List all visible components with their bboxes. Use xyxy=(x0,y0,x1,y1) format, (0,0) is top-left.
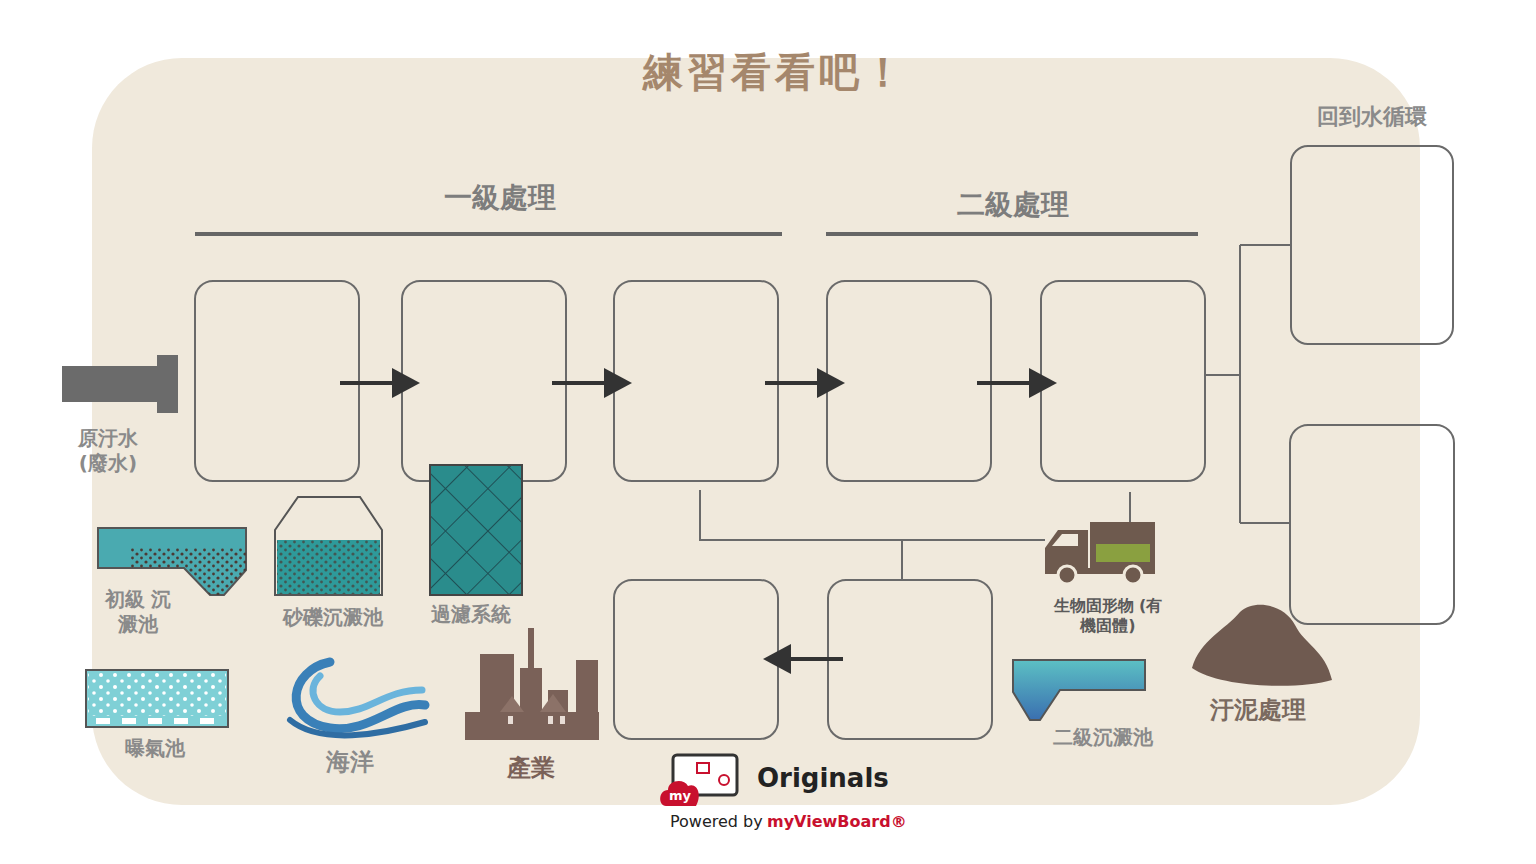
stage-bar xyxy=(826,232,1198,236)
pipe-flange xyxy=(157,355,178,413)
industry-icon xyxy=(465,628,599,740)
truck-icon xyxy=(1045,522,1155,584)
label: 二級處理 xyxy=(957,187,1069,222)
split-lines xyxy=(700,245,1290,580)
label: 曝氣池 xyxy=(125,736,185,761)
label: Powered by xyxy=(670,812,763,832)
logo-icon xyxy=(660,755,737,806)
flow-arrows xyxy=(340,368,1057,674)
label: 汙泥處理 xyxy=(1210,695,1306,725)
label: 原汙水 (廢水) xyxy=(66,426,150,476)
filter-icon xyxy=(430,465,522,595)
label: 產業 xyxy=(507,753,555,783)
ocean-icon xyxy=(290,662,425,735)
label: my xyxy=(669,788,691,804)
ground xyxy=(92,58,1420,805)
primary-tank-icon xyxy=(98,528,246,595)
process-box: 回到水循環 xyxy=(1290,145,1454,345)
stage-bar xyxy=(195,232,782,236)
label: 二級沉澱池 xyxy=(1053,725,1153,750)
label: 一級處理 xyxy=(444,180,556,215)
label: 生物固形物 (有機固體) xyxy=(1052,596,1164,636)
pipe xyxy=(62,366,162,402)
sludge-icon xyxy=(1192,605,1332,686)
box-heading: 回到水循環 xyxy=(1317,103,1427,131)
label: 初級 沉澱池 xyxy=(102,587,174,637)
label: 海洋 xyxy=(326,747,374,777)
label: 砂礫沉澱池 xyxy=(283,605,383,630)
secondary-tank-icon xyxy=(1013,660,1145,720)
label: myViewBoard® xyxy=(767,812,907,832)
aeration-icon xyxy=(86,670,228,727)
grit-tank-icon xyxy=(275,497,382,595)
label: Originals xyxy=(757,762,889,795)
blank-boxes xyxy=(195,281,1454,739)
label: 過濾系統 xyxy=(431,602,511,627)
title: 練習看看吧！ xyxy=(643,47,907,97)
